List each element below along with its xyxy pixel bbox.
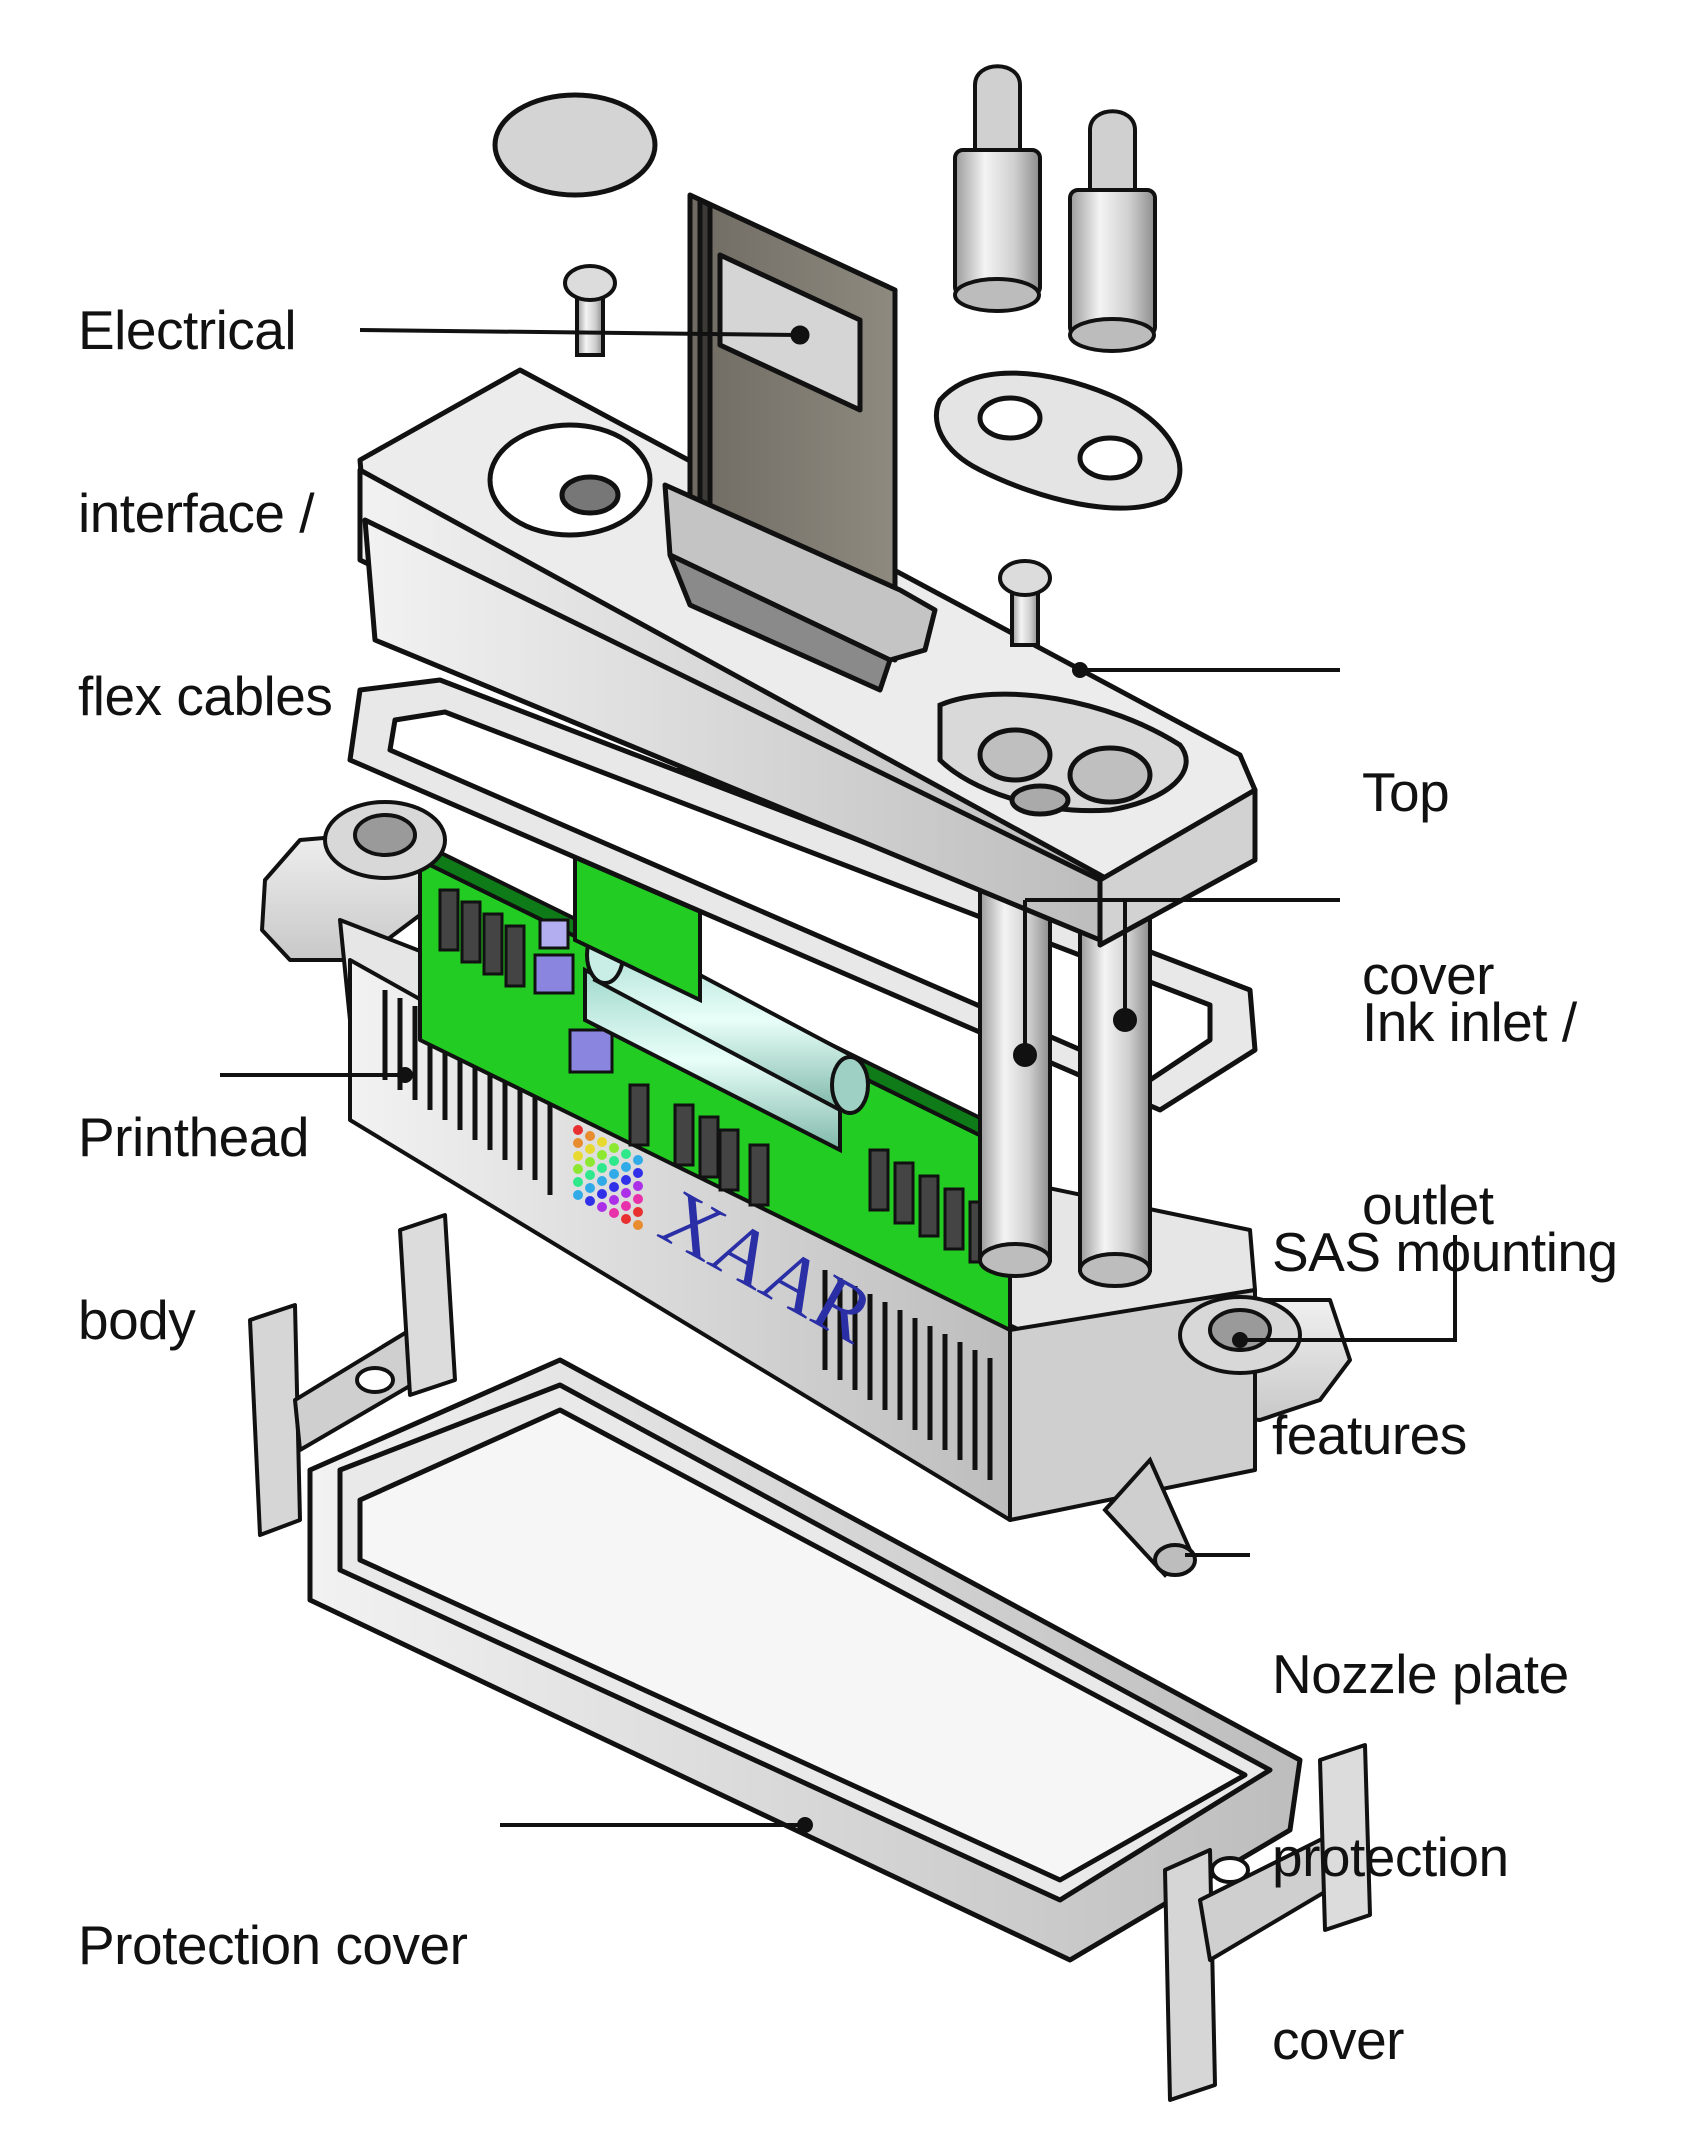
label-line: Protection cover: [78, 1914, 468, 1976]
pcb-chip: [748, 1143, 770, 1207]
pcb-chip: [868, 1148, 890, 1212]
logo-dot: [597, 1176, 607, 1186]
logo-dot: [633, 1207, 643, 1217]
pcb-chip: [460, 900, 482, 964]
label-line: Printhead: [78, 1106, 309, 1168]
logo-dot: [573, 1125, 583, 1135]
logo-dot: [633, 1220, 643, 1230]
xaar-logo-mark: [573, 1125, 643, 1230]
leader-lines: [220, 328, 1457, 1827]
label-line: Electrical: [78, 299, 297, 361]
label-line: Top: [1362, 761, 1450, 823]
label-line: SAS mounting: [1272, 1221, 1618, 1283]
pcb-chip: [628, 1083, 650, 1147]
logo-dot: [621, 1188, 631, 1198]
logo-dot: [573, 1164, 583, 1174]
logo-dot: [633, 1181, 643, 1191]
logo-dot: [597, 1150, 607, 1160]
logo-dot: [621, 1201, 631, 1211]
flex-connector: [662, 482, 938, 693]
sas-mount-left: [323, 800, 447, 880]
protection-cover-clip-right: [1163, 1743, 1372, 2102]
logo-dot: [633, 1168, 643, 1178]
label-line: flex cables: [78, 665, 333, 727]
label-line: protection: [1272, 1826, 1509, 1888]
logo-dot: [585, 1157, 595, 1167]
logo-dot: [597, 1189, 607, 1199]
label-printhead-body: Printhead body: [78, 985, 309, 1412]
nozzle-plate-cover-tab: [1102, 1456, 1197, 1578]
protection-cover: [307, 1357, 1303, 1963]
logo-dot: [609, 1143, 619, 1153]
top-cover-screw: [998, 559, 1052, 647]
label-line: interface /: [78, 482, 315, 544]
logo-dot: [621, 1175, 631, 1185]
logo-dot: [621, 1214, 631, 1224]
logo-dot: [573, 1138, 583, 1148]
pcb-chip: [673, 1103, 695, 1167]
ink-port-plate: [933, 370, 1183, 511]
logo-dot: [609, 1169, 619, 1179]
logo-dot: [573, 1177, 583, 1187]
logo-dot: [597, 1137, 607, 1147]
logo-dot: [585, 1170, 595, 1180]
logo-dot: [621, 1149, 631, 1159]
logo-dot: [609, 1156, 619, 1166]
pcb-chip: [718, 1128, 740, 1192]
label-top-cover: Top cover: [1362, 640, 1495, 1067]
purple-components: [533, 918, 614, 1074]
label-line: Ink inlet /: [1362, 991, 1577, 1053]
label-nozzle-plate-cover: Nozzle plate protection cover: [1272, 1522, 1569, 2132]
logo-dot: [609, 1195, 619, 1205]
pcb-chip: [504, 924, 526, 988]
logo-dot: [609, 1182, 619, 1192]
label-line: body: [78, 1289, 196, 1351]
logo-dot: [585, 1144, 595, 1154]
round-seal-disc: [492, 92, 658, 198]
pcb-chip: [918, 1174, 940, 1238]
label-line: features: [1272, 1404, 1467, 1466]
pcb-chip: [482, 912, 504, 976]
loose-screw: [563, 264, 617, 357]
pcb-chip: [698, 1115, 720, 1179]
label-line: cover: [1272, 2009, 1404, 2071]
label-line: outlet: [1362, 1174, 1494, 1236]
leader-dots: [397, 327, 1248, 1833]
label-sas-mounting: SAS mounting features: [1272, 1100, 1618, 1527]
label-protection-cover: Protection cover: [78, 1793, 468, 2037]
logo-dot: [585, 1183, 595, 1193]
logo-dot: [573, 1190, 583, 1200]
protection-cover-clip-left: [248, 1213, 457, 1537]
pcb-chip: [893, 1161, 915, 1225]
ink-port-recess: [937, 691, 1189, 817]
pcb-chip: [943, 1187, 965, 1251]
logo-dot: [621, 1162, 631, 1172]
label-electrical-interface: Electrical interface / flex cables: [78, 178, 333, 788]
top-cover-port: [487, 422, 653, 538]
logo-dot: [633, 1194, 643, 1204]
pcb-chip: [438, 888, 460, 952]
logo-dot: [633, 1155, 643, 1165]
label-ink-inlet-outlet: Ink inlet / outlet: [1362, 870, 1577, 1297]
ink-connector-plugs: [953, 64, 1157, 353]
label-line: cover: [1362, 944, 1495, 1006]
logo-dot: [585, 1131, 595, 1141]
logo-dot: [573, 1151, 583, 1161]
right-vents: [822, 1270, 993, 1480]
logo-dot: [597, 1163, 607, 1173]
logo-dot: [597, 1202, 607, 1212]
label-line: Nozzle plate: [1272, 1643, 1569, 1705]
logo-dot: [609, 1208, 619, 1218]
logo-dot: [585, 1196, 595, 1206]
ink-tubes: [978, 868, 1152, 1288]
